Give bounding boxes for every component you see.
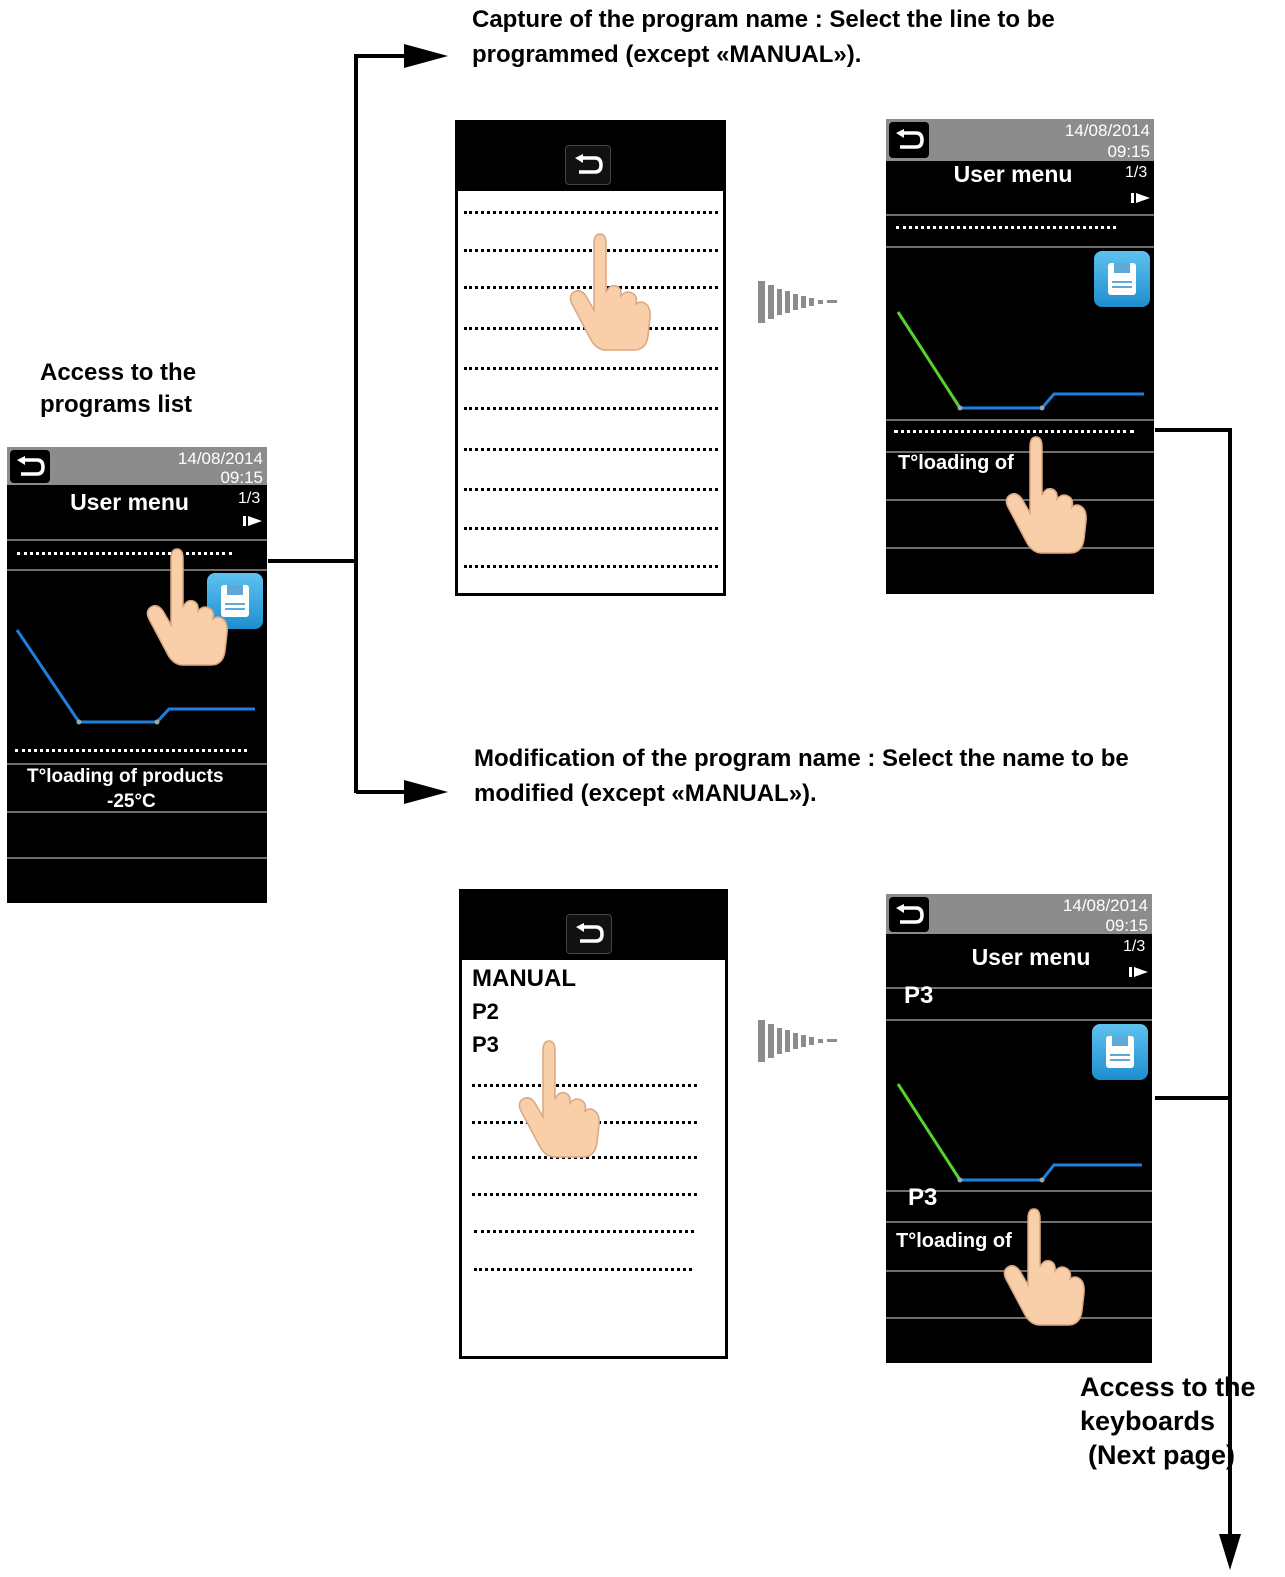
- pointing-hand-icon: [569, 233, 651, 351]
- empty-program-line[interactable]: [464, 286, 718, 289]
- temperature-curve: [896, 1083, 1142, 1183]
- temperature-curve: [896, 311, 1144, 411]
- program-name-row[interactable]: P3: [908, 1184, 938, 1211]
- access-keyboards-line-3: (Next page): [1088, 1440, 1236, 1470]
- capture-name-caption: Capture of the program name : Select the…: [472, 6, 1055, 68]
- bottom-right-user-menu-screen: 14/08/2014 09:15 User menu 1/3 P3 P3 T°l…: [886, 894, 1152, 1363]
- arrow-head-capture: [404, 44, 448, 68]
- top-right-user-menu-screen: 14/08/2014 09:15 User menu 1/3 T°loading…: [886, 119, 1154, 594]
- right-connector: [1155, 428, 1232, 1545]
- row-separator: [7, 857, 267, 859]
- access-keyboards-caption: Access to the keyboards (Next page): [1080, 1370, 1285, 1472]
- row-separator: [886, 1221, 1152, 1223]
- access-keyboards-line-2: keyboards: [1080, 1406, 1216, 1436]
- transition-icon-bottom: [758, 1020, 837, 1062]
- header-date: 14/08/2014: [1062, 896, 1148, 915]
- back-button[interactable]: [10, 450, 50, 483]
- back-arrow-icon: [575, 154, 603, 174]
- row-separator: [886, 547, 1154, 549]
- empty-program-line[interactable]: [474, 1230, 694, 1233]
- program-item-p2[interactable]: P2: [472, 999, 499, 1024]
- back-arrow-icon: [896, 903, 924, 924]
- row-separator: [886, 1317, 1152, 1319]
- pointing-hand-icon: [518, 1040, 600, 1158]
- empty-program-line[interactable]: [464, 367, 718, 370]
- header-date: 14/08/2014: [177, 449, 263, 468]
- save-icon[interactable]: [1092, 1024, 1148, 1080]
- empty-program-line[interactable]: [472, 1193, 697, 1196]
- row-separator: [7, 811, 267, 813]
- row-separator: [886, 987, 1152, 989]
- header-time: 09:15: [1107, 142, 1150, 161]
- empty-program-line[interactable]: [464, 211, 718, 214]
- header-date: 14/08/2014: [1064, 121, 1150, 140]
- screen-title: User menu: [971, 944, 1091, 970]
- row-separator: [886, 1019, 1152, 1021]
- screen-title: User menu: [70, 489, 189, 515]
- row-dots: [15, 749, 247, 752]
- row-separator: [886, 419, 1154, 421]
- empty-program-line[interactable]: [464, 488, 718, 491]
- row-dots: [894, 430, 1134, 433]
- screen-header-bar: [7, 447, 267, 485]
- program-name-value[interactable]: P3: [904, 982, 934, 1009]
- header-time: 09:15: [1105, 916, 1148, 935]
- next-page-icon[interactable]: [1131, 193, 1151, 203]
- pointing-hand-icon: [1003, 1208, 1085, 1326]
- row-separator: [886, 451, 1154, 453]
- back-button[interactable]: [889, 897, 929, 932]
- next-page-icon[interactable]: [243, 516, 263, 526]
- back-arrow-icon: [17, 455, 45, 476]
- row-label-loading[interactable]: T°loading of: [896, 1230, 1012, 1252]
- arrow-head-modify: [404, 780, 448, 804]
- back-arrow-icon: [576, 923, 604, 943]
- empty-program-line[interactable]: [464, 407, 718, 410]
- program-item-manual[interactable]: MANUAL: [472, 965, 576, 992]
- pointing-hand-icon: [1005, 436, 1087, 554]
- access-keyboards-line-1: Access to the: [1080, 1372, 1256, 1402]
- empty-program-line[interactable]: [464, 448, 718, 451]
- row-label-temperature: -25°C: [107, 791, 156, 812]
- save-icon[interactable]: [1094, 251, 1150, 307]
- back-button[interactable]: [565, 145, 611, 185]
- back-button[interactable]: [566, 914, 612, 954]
- page-indicator: 1/3: [1123, 938, 1146, 955]
- row-separator: [7, 763, 267, 765]
- page-indicator: 1/3: [1125, 164, 1148, 181]
- branch-connector: [268, 54, 358, 793]
- temperature-curve: [15, 629, 255, 725]
- row-separator: [7, 539, 267, 541]
- empty-program-line[interactable]: [472, 1084, 697, 1087]
- program-name-field[interactable]: [17, 552, 232, 555]
- row-label-loading[interactable]: T°loading of products: [27, 766, 224, 787]
- row-separator: [7, 569, 267, 571]
- row-separator: [886, 1190, 1152, 1192]
- empty-program-line[interactable]: [474, 1268, 692, 1271]
- row-label-loading[interactable]: T°loading of: [898, 452, 1014, 474]
- back-button[interactable]: [889, 122, 929, 158]
- program-item-p3[interactable]: P3: [472, 1032, 499, 1057]
- back-arrow-icon: [896, 129, 924, 149]
- arrow-head-down: [1219, 1534, 1241, 1570]
- access-programs-caption: Access to the programs list: [40, 359, 197, 418]
- header-time: 09:15: [220, 468, 263, 487]
- row-separator: [886, 214, 1154, 216]
- capture-program-list: [455, 120, 726, 596]
- screen-title: User menu: [953, 161, 1073, 187]
- empty-program-line[interactable]: [464, 527, 718, 530]
- next-page-icon[interactable]: [1129, 967, 1149, 977]
- modify-name-caption: Modification of the program name : Selec…: [474, 745, 1129, 807]
- program-name-field[interactable]: [896, 226, 1116, 229]
- screen-header-bar: [886, 119, 1154, 161]
- transition-icon-top: [758, 281, 837, 323]
- row-separator: [886, 246, 1154, 248]
- left-user-menu-screen: 14/08/2014 09:15 User menu 1/3 T°loading…: [7, 447, 267, 903]
- empty-program-line[interactable]: [464, 565, 718, 568]
- pointing-hand-icon: [146, 548, 228, 666]
- modify-program-list: MANUAL P2 P3: [459, 889, 728, 1359]
- screen-header-bar: [886, 894, 1152, 934]
- empty-program-line[interactable]: [464, 249, 718, 252]
- page-indicator: 1/3: [238, 490, 261, 507]
